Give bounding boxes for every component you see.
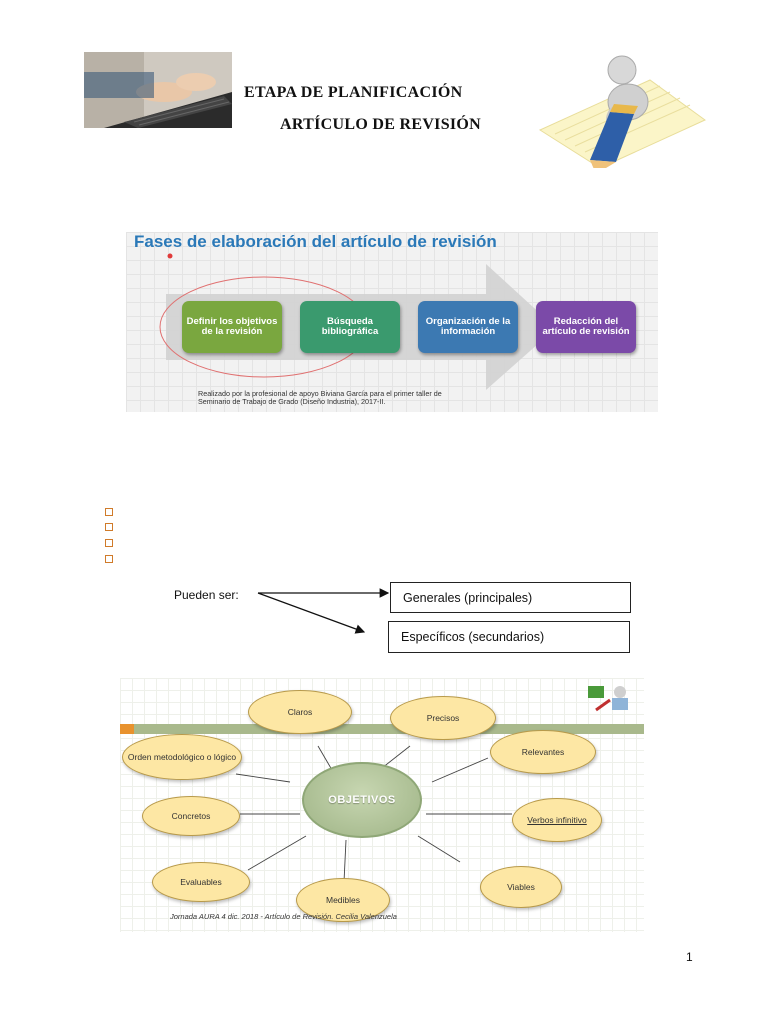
- objective-claros: Claros: [248, 690, 352, 734]
- option-specific: Específicos (secundarios): [388, 621, 630, 653]
- connector-lines: [235, 745, 512, 883]
- option-general: Generales (principales): [390, 582, 631, 613]
- objective-orden: Orden metodológico o lógico: [122, 734, 242, 780]
- document-title-line2: ARTÍCULO DE REVISIÓN: [280, 116, 482, 133]
- document-title-line1: ETAPA DE PLANIFICACIÓN: [244, 84, 463, 101]
- objectives-diagram: Claros Precisos Orden metodológico o lóg…: [120, 678, 644, 932]
- phase-step-4: Redacción del artículo de revisión: [536, 301, 636, 353]
- classification-label: Pueden ser:: [174, 588, 239, 602]
- phase-step-1: Definir los objetivos de la revisión: [182, 301, 282, 353]
- phase-step-2: Búsqueda bibliográfica: [300, 301, 400, 353]
- bullet-marker: [105, 555, 113, 563]
- header-bar-accent: [120, 724, 134, 734]
- phases-diagram: Fases de elaboración del artículo de rev…: [126, 232, 658, 412]
- pencil-figure-icon: [588, 686, 628, 712]
- objective-concretos: Concretos: [142, 796, 240, 836]
- objective-relevantes: Relevantes: [490, 730, 596, 774]
- objective-verbos: Verbos infinitivo: [512, 798, 602, 842]
- bullet-marker: [105, 508, 113, 516]
- objective-evaluables: Evaluables: [152, 862, 250, 902]
- page-number: 1: [686, 950, 693, 964]
- objective-medibles: Medibles: [296, 878, 390, 922]
- phase-step-3: Organización de la información: [418, 301, 518, 353]
- objective-precisos: Precisos: [390, 696, 496, 740]
- phases-title: Fases de elaboración del artículo de rev…: [134, 232, 497, 251]
- bullet-marker: [105, 523, 113, 531]
- laptop-typing-image: [84, 52, 232, 128]
- objectives-footer: Jornada AURA 4 dic. 2018 - Artículo de R…: [170, 912, 397, 921]
- bullet-marker: [105, 539, 113, 547]
- header-bar: [120, 724, 644, 734]
- phases-credit: Realizado por la profesional de apoyo Bi…: [198, 389, 442, 407]
- objective-viables: Viables: [480, 866, 562, 908]
- objectives-center: OBJETIVOS: [302, 762, 422, 838]
